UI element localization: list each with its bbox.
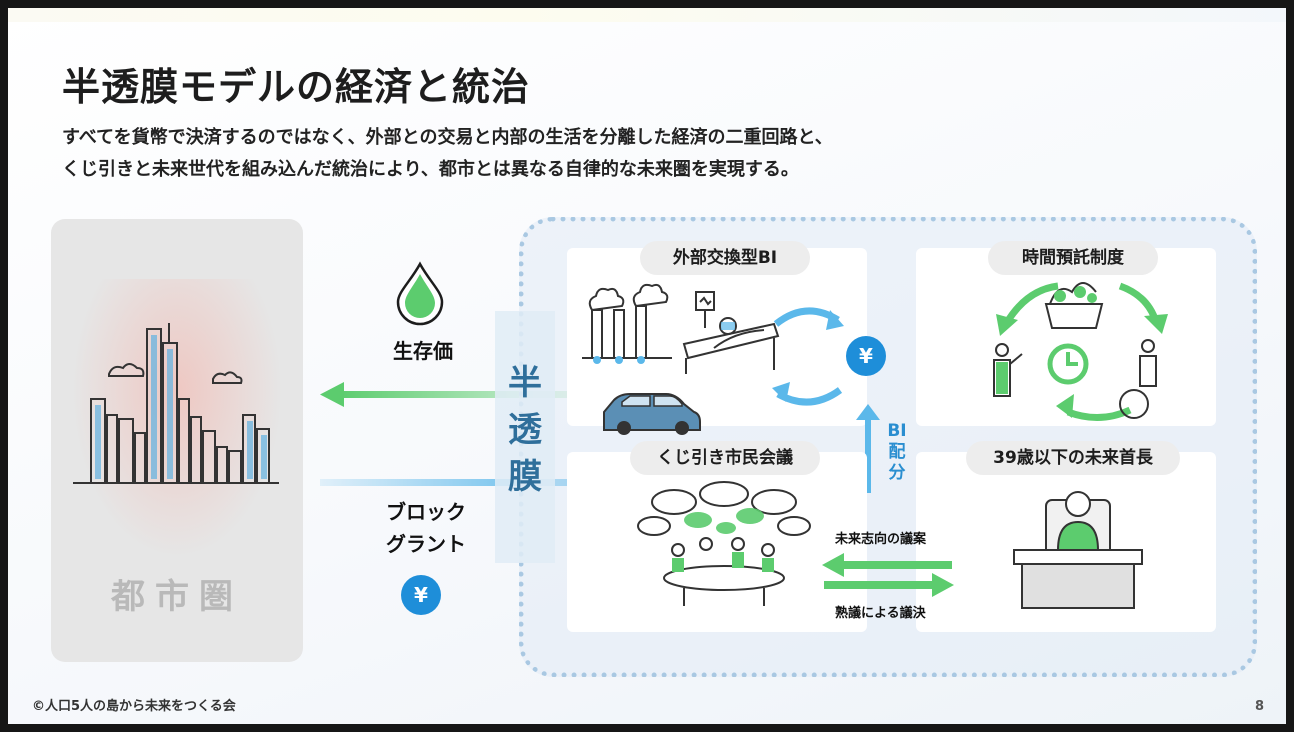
membrane-label: 半透膜	[508, 363, 542, 497]
city-label: 都市圏	[111, 577, 243, 617]
hospital-bed-icon	[682, 291, 780, 374]
citizen-assembly-icon	[637, 481, 811, 606]
panel-time-deposit-title: 時間預託制度	[988, 241, 1158, 275]
copyright-footer: ©人口5人の島から未来をつくる会	[32, 699, 236, 714]
proposal-arrow	[822, 553, 952, 577]
block-grant-yen-icon: ¥	[401, 575, 441, 615]
block-grant-line-2: グラント	[386, 532, 466, 556]
subtitle-line-2: くじ引きと未来世代を組み込んだ統治により、都市とは異なる自律的な未来圏を実現する…	[62, 159, 799, 180]
page-title: 半透膜モデルの経済と統治	[62, 65, 531, 109]
survival-value-label: 生存価	[393, 339, 453, 363]
bi-yen-icon: ¥	[846, 336, 886, 376]
block-grant-line-1: ブロック	[386, 500, 466, 524]
young-leader-icon	[1013, 491, 1143, 609]
resolution-label: 熟議による議決	[835, 606, 926, 621]
page-number: 8	[1254, 699, 1264, 714]
block-grant-label: ブロック グラント	[356, 496, 496, 560]
panel-lottery-assembly-title: くじ引き市民会議	[630, 441, 820, 475]
resolution-arrow	[824, 573, 954, 597]
bi-distribution-label: BI配分	[887, 421, 907, 483]
proposal-label: 未来志向の議案	[835, 532, 927, 547]
survival-value-arrow	[320, 382, 598, 407]
exchange-cycle-arrows-icon	[772, 307, 844, 406]
city-card: 都市圏	[51, 219, 303, 662]
slide: 半透膜モデルの経済と統治 すべてを貨幣で決済するのではなく、外部との交易と内部の…	[8, 8, 1286, 724]
panel-young-leader-title: 39歳以下の未来首長	[966, 441, 1180, 475]
factory-icon	[582, 283, 672, 364]
page-subtitle: すべてを貨幣で決済するのではなく、外部との交易と内部の生活を分離した経済の二重回…	[62, 122, 833, 186]
membrane-band	[495, 311, 555, 563]
time-deposit-cycle-icon	[993, 282, 1168, 422]
water-drop-icon	[396, 261, 444, 326]
city-skyline-icon	[73, 323, 279, 484]
car-icon	[603, 393, 701, 435]
panel-external-bi-title: 外部交換型BI	[640, 241, 810, 275]
panel-time-deposit	[916, 248, 1216, 426]
subtitle-line-1: すべてを貨幣で決済するのではなく、外部との交易と内部の生活を分離した経済の二重回…	[62, 127, 833, 148]
